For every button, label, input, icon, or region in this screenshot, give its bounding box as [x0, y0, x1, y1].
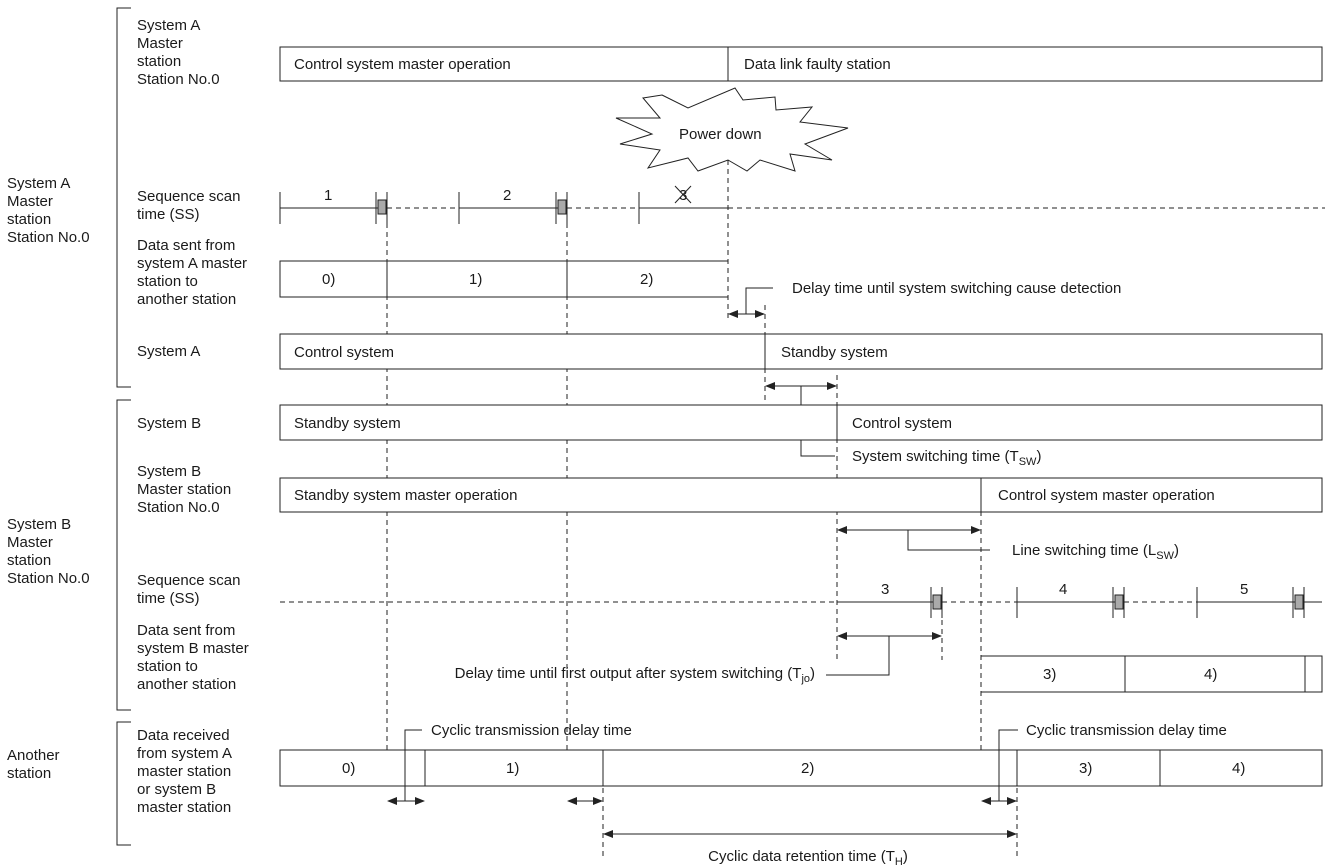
- b-data-label-3: 3): [1043, 666, 1056, 683]
- b-scan-end-mark-4: [1114, 594, 1124, 610]
- detect-delay-leader: [745, 287, 773, 314]
- cyclic-delay-leader-1: [404, 729, 422, 801]
- a-system-bar-2-label: Standby system: [781, 344, 888, 361]
- switch-time-label: System switching time (TSW): [852, 448, 1041, 468]
- cyclic-delay-leader-3: [998, 729, 1018, 801]
- recv-label-2: 2): [801, 760, 814, 777]
- power-down-label: Power down: [679, 126, 762, 143]
- recv-label-4: 4): [1232, 760, 1245, 777]
- a-data-seg-2: [567, 260, 728, 298]
- cyclic-delay-label-2: Cyclic transmission delay time: [1026, 722, 1227, 739]
- a-scan-number-2: 2: [503, 187, 511, 204]
- b-system-bar-1-label: Standby system: [294, 415, 401, 432]
- b-system-bar-1: [279, 404, 838, 441]
- a-system-bar-1-label: Control system: [294, 344, 394, 361]
- a-scan-end-mark-1: [377, 199, 387, 215]
- a-scan-cross-2: [674, 185, 692, 204]
- a-master-bar-1-label: Control system master operation: [294, 56, 511, 73]
- a-scan-number-3: 3: [679, 187, 687, 204]
- recv-label-1: 1): [506, 760, 519, 777]
- bracket-system-a: [116, 7, 131, 388]
- a-data-seg-1: [386, 260, 568, 298]
- b-master-bar-2: [980, 477, 1323, 513]
- b-data-seg-5: [1304, 655, 1323, 693]
- b-scan-number-5: 5: [1240, 581, 1248, 598]
- first-output-label: Delay time until first output after syst…: [455, 665, 815, 685]
- b-data-label-4: 4): [1204, 666, 1217, 683]
- recv-seg-2: [602, 749, 1018, 787]
- recv-seg-4: [1159, 749, 1323, 787]
- bracket-system-b: [116, 399, 131, 711]
- a-data-label-1: 1): [469, 271, 482, 288]
- a-data-label-0: 0): [322, 271, 335, 288]
- b-scan-number-4: 4: [1059, 581, 1067, 598]
- row-label-b-system: System B: [137, 415, 201, 432]
- a-data-label-2: 2): [640, 271, 653, 288]
- recv-seg-3: [1016, 749, 1161, 787]
- power-down-burst: [615, 87, 849, 172]
- b-master-bar-1: [279, 477, 982, 513]
- b-scan-end-mark-5: [1294, 594, 1304, 610]
- recv-seg-1: [424, 749, 604, 787]
- recv-label-0: 0): [342, 760, 355, 777]
- cyclic-delay-label-1: Cyclic transmission delay time: [431, 722, 632, 739]
- a-master-bar-1: [279, 46, 729, 82]
- b-master-bar-2-label: Control system master operation: [998, 487, 1215, 504]
- recv-label-3: 3): [1079, 760, 1092, 777]
- row-label-a-system: System A: [137, 343, 200, 360]
- line-switch-label: Line switching time (LSW): [1012, 542, 1179, 562]
- a-system-bar-2: [764, 333, 1323, 370]
- b-scan-number-3: 3: [881, 581, 889, 598]
- b-system-bar-2: [836, 404, 1323, 441]
- b-master-bar-1-label: Standby system master operation: [294, 487, 517, 504]
- a-master-bar-2: [727, 46, 1323, 82]
- a-data-seg-0: [279, 260, 388, 298]
- b-data-seg-4: [1124, 655, 1306, 693]
- a-scan-number-1: 1: [324, 187, 332, 204]
- retention-label: Cyclic data retention time (TH): [708, 848, 908, 868]
- b-scan-end-mark-3: [932, 594, 942, 610]
- a-master-bar-2-label: Data link faulty station: [744, 56, 891, 73]
- line-switch-leader: [907, 530, 990, 551]
- bracket-another: [116, 721, 131, 846]
- a-scan-end-mark-2: [557, 199, 567, 215]
- first-output-leader: [826, 636, 890, 676]
- detect-delay-label: Delay time until system switching cause …: [792, 280, 1121, 297]
- b-data-seg-3: [981, 655, 1125, 693]
- b-system-bar-2-label: Control system: [852, 415, 952, 432]
